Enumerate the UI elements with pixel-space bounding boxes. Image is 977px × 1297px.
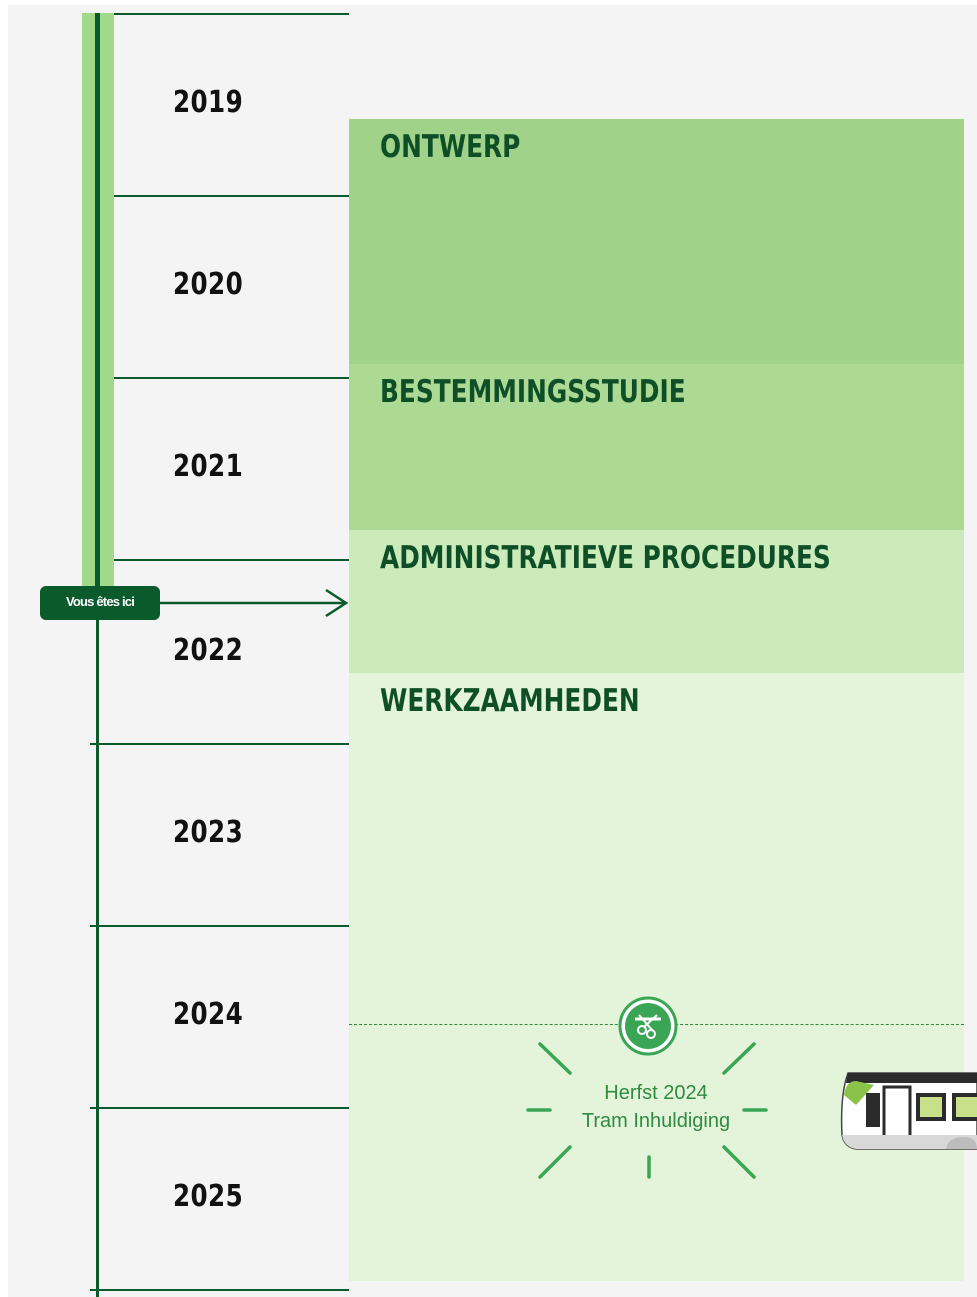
timeline-page: ONTWERP BESTEMMINGSSTUDIE ADMINISTRATIEV… [8,5,977,1297]
celebration-rays-icon [526,1042,768,1179]
timeline-axis-past-line [95,13,100,593]
year-label: 2024 [173,997,244,1032]
year-row-end [90,1289,349,1297]
phase-administratieve-procedures: ADMINISTRATIEVE PROCEDURES [349,530,964,673]
year-row-2022: 2022 [106,559,349,741]
year-label: 2020 [173,267,244,302]
year-row-2020: 2020 [106,195,349,377]
year-label: 2019 [173,85,244,120]
year-label: 2021 [173,449,244,484]
year-label: 2022 [173,633,244,668]
phase-bestemmingsstudie: BESTEMMINGSSTUDIE [349,364,964,530]
year-row-2019: 2019 [106,13,349,195]
phase-ontwerp: ONTWERP [349,119,964,364]
year-row-2024: 2024 [90,925,349,1107]
ribbon-cutting-icon [618,996,678,1056]
year-row-2021: 2021 [106,377,349,559]
tram-icon [840,1072,977,1150]
phase-title: WERKZAAMHEDEN [380,683,640,719]
year-label: 2023 [173,815,244,850]
current-position-badge: Vous êtes ici [40,586,160,620]
milestone-date: Herfst 2024 [604,1082,708,1104]
phase-werkzaamheden: WERKZAAMHEDEN [349,673,964,1281]
year-row-2025: 2025 [90,1107,349,1289]
timeline-axis [96,13,99,1297]
current-position-label: Vous êtes ici [65,594,135,609]
current-position-arrow-icon [148,588,349,618]
year-row-2023: 2023 [90,743,349,925]
phase-title: BESTEMMINGSSTUDIE [380,374,686,410]
phase-title: ADMINISTRATIEVE PROCEDURES [380,540,831,576]
year-label: 2025 [173,1179,244,1214]
milestone-event: Tram Inhuldiging [581,1110,731,1132]
phase-title: ONTWERP [380,129,521,165]
